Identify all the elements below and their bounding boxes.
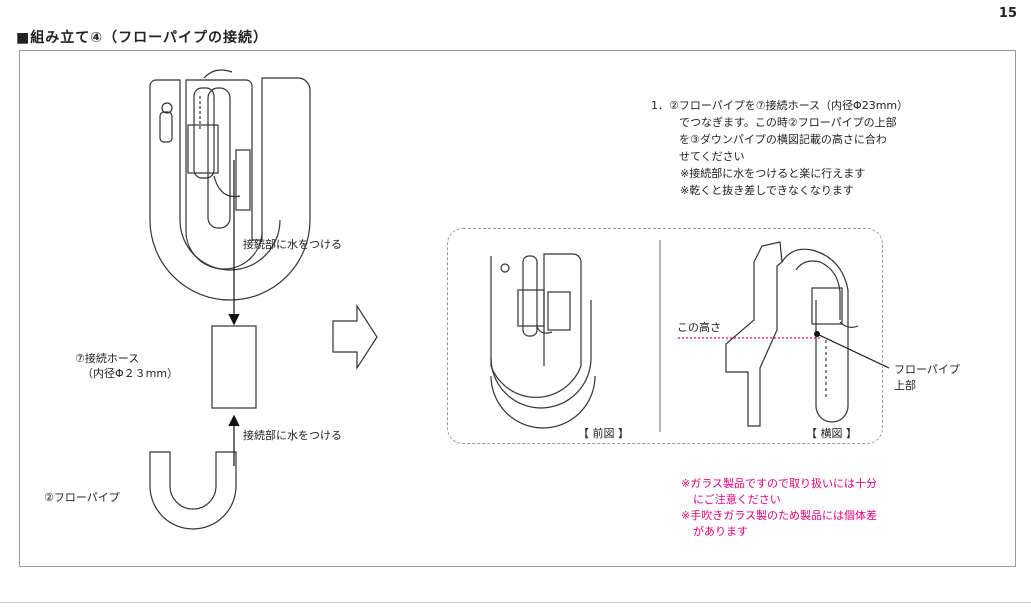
front-view-caption: 【 前図 】 — [578, 427, 629, 440]
next-step-arrow — [332, 303, 378, 371]
instruction-line: を③ダウンパイプの横図記載の高さに合わ — [679, 133, 887, 146]
side-view-drawing — [725, 241, 859, 427]
instruction-note: ※乾くと抜き差しできなくなります — [680, 184, 854, 197]
caution-line: ※ガラス製品ですので取り扱いには十分 — [681, 477, 877, 490]
detail-view-box — [447, 228, 883, 444]
hose-size-label: （内径Φ２３mm） — [82, 367, 179, 380]
flow-pipe-top-label: フローパイプ — [894, 363, 960, 376]
instruction-line: 1．②フローパイプを⑦接続ホース（内径Φ23mm） — [651, 99, 909, 112]
instruction-note: ※接続部に水をつけると楽に行えます — [680, 167, 866, 180]
instruction-line: せてください — [679, 150, 745, 163]
caution-line: にご注意ください — [693, 493, 781, 506]
connection-hose-drawing — [211, 325, 257, 409]
this-height-label: この高さ — [677, 321, 721, 334]
caution-block: ※ガラス製品ですので取り扱いには十分 にご注意ください ※手吹きガラス製のため製… — [681, 476, 877, 540]
instruction-line: でつなぎます。この時②フローパイプの上部 — [679, 116, 897, 129]
page-number: 15 — [998, 6, 1017, 21]
hose-label: ⑦接続ホース — [75, 352, 140, 365]
front-view-drawing — [490, 253, 596, 429]
flow-pipe-top-label-2: 上部 — [894, 379, 916, 392]
instruction-block: 1．②フローパイプを⑦接続ホース（内径Φ23mm） でつなぎます。この時②フロー… — [651, 97, 908, 199]
side-view-caption: 【 横図 】 — [806, 427, 857, 440]
caution-line: があります — [693, 525, 748, 538]
water-note-top: 接続部に水をつける — [243, 238, 342, 251]
flow-pipe-drawing — [149, 451, 237, 530]
bottom-divider — [0, 602, 1031, 603]
flow-pipe-label: ②フローパイプ — [44, 491, 120, 504]
section-title: ■組み立て④（フローパイプの接続） — [16, 30, 268, 46]
down-pipe-assembly-drawing — [149, 69, 311, 301]
caution-line: ※手吹きガラス製のため製品には個体差 — [681, 509, 877, 522]
water-note-bottom: 接続部に水をつける — [243, 429, 342, 442]
figure-frame — [19, 50, 1016, 567]
